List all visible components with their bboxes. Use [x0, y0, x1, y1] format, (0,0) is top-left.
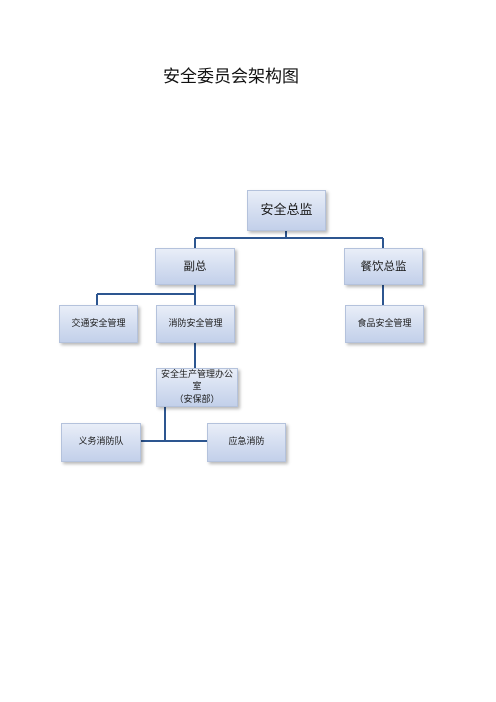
node-safety-office: 安全生产管理办公室 （安保部）	[156, 368, 238, 407]
node-volunteer-fire-team: 义务消防队	[61, 423, 141, 462]
node-traffic-safety: 交通安全管理	[59, 305, 138, 343]
node-food-safety: 食品安全管理	[345, 305, 424, 343]
node-fire-safety: 消防安全管理	[156, 305, 235, 343]
node-catering-director: 餐饮总监	[344, 248, 423, 285]
node-emergency-fire: 应急消防	[207, 423, 286, 462]
node-deputy-gm: 副总	[155, 248, 235, 285]
node-safety-director: 安全总监	[247, 190, 326, 231]
page-title: 安全委员会架构图	[163, 67, 299, 87]
